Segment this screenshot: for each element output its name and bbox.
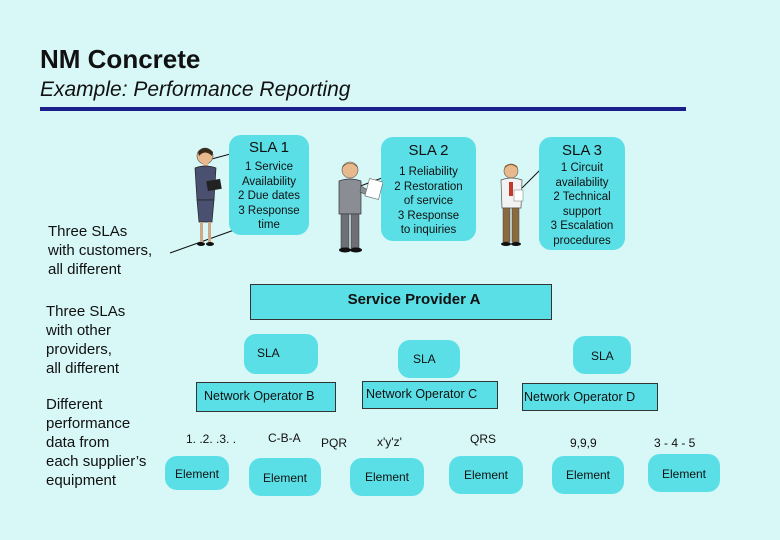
sla-item: Availability xyxy=(241,175,297,188)
network-operator-box xyxy=(522,383,658,411)
note-line: all different xyxy=(46,360,120,377)
data-format-label: QRS xyxy=(470,432,497,446)
service-provider-label: Service Provider A xyxy=(347,291,481,308)
sla-item: availability xyxy=(555,176,609,189)
sla-1-list: 1 Service Availability 2 Due dates 3 Res… xyxy=(226,160,312,233)
customer-figure-icon xyxy=(338,161,383,253)
note-line: equipment xyxy=(46,472,117,489)
customer-figure-icon xyxy=(500,163,524,246)
provider-sla-label: SLA xyxy=(591,349,614,363)
element-box xyxy=(449,456,523,494)
note-line: Three SLAs xyxy=(48,223,128,240)
sla-item: procedures xyxy=(553,234,611,247)
element-box xyxy=(648,454,720,492)
element-label: Element xyxy=(174,467,220,481)
note-customers: Three SLAs with customers, all different xyxy=(48,222,152,279)
element-box xyxy=(552,456,624,494)
note-line: providers, xyxy=(46,341,112,358)
element-label: Element xyxy=(262,471,308,485)
sla-item: 1 Reliability xyxy=(399,166,458,178)
data-format-label: C-B-A xyxy=(268,431,301,445)
sla-item: to inquiries xyxy=(400,224,457,236)
note-line: each supplier’s xyxy=(46,453,147,470)
sla-item: 1 Circuit xyxy=(560,162,604,174)
sla-2-list: 1 Reliability 2 Restoration of service 3… xyxy=(381,165,476,238)
sla-item: 2 Technical xyxy=(553,191,611,203)
connector-line xyxy=(169,228,238,254)
sla-item: 3 Response xyxy=(397,209,460,222)
page-title: NM Concrete xyxy=(40,44,201,74)
element-box xyxy=(165,456,229,490)
note-line: performance xyxy=(46,415,131,432)
sla-1-title: SLA 1 xyxy=(248,139,290,156)
sla-item: time xyxy=(258,219,280,231)
element-label: Element xyxy=(364,470,410,484)
sla-2-box xyxy=(381,137,476,241)
provider-sla-label: SLA xyxy=(413,352,436,366)
provider-sla-label: SLA xyxy=(257,346,280,360)
network-operator-label: Network Operator B xyxy=(204,389,315,403)
provider-sla-box xyxy=(244,334,318,374)
data-format-label: 9,9,9 xyxy=(570,436,597,450)
element-label: Element xyxy=(565,468,611,482)
note-line: with customers, xyxy=(48,242,153,259)
element-label: Element xyxy=(661,467,707,481)
sla-3-list: 1 Circuit availability 2 Technical suppo… xyxy=(537,161,627,248)
sla-item: 1 Service xyxy=(245,161,293,173)
element-box xyxy=(249,458,321,496)
network-operator-box xyxy=(362,381,498,409)
sla-item: 2 Restoration xyxy=(394,180,463,193)
provider-sla-box xyxy=(398,340,460,378)
sla-item: 3 Escalation xyxy=(550,220,614,232)
sla-1-box xyxy=(229,135,309,235)
network-operator-label: Network Operator D xyxy=(524,390,636,404)
sla-2-title: SLA 2 xyxy=(408,142,449,159)
sla-item: support xyxy=(562,205,602,218)
page-subtitle: Example: Performance Reporting xyxy=(40,78,351,101)
note-suppliers: Different performance data from each sup… xyxy=(46,395,146,490)
note-line: all different xyxy=(48,261,122,278)
customer-figure-icon xyxy=(194,147,222,246)
note-line: Three SLAs xyxy=(46,303,126,320)
data-format-label: PQR xyxy=(321,436,348,450)
provider-sla-box xyxy=(573,336,631,374)
network-operator-box xyxy=(196,382,336,412)
sla-3-box xyxy=(539,137,625,250)
sla-item: 2 Due dates xyxy=(237,190,300,202)
sla-3-title: SLA 3 xyxy=(561,142,603,159)
note-providers: Three SLAs with other providers, all dif… xyxy=(46,302,125,378)
network-operator-label: Network Operator C xyxy=(366,387,478,401)
element-box xyxy=(350,458,424,496)
data-format-label: 1. .2. .3. . xyxy=(186,432,237,446)
data-format-label: x'y'z' xyxy=(377,435,402,449)
note-line: Different xyxy=(46,396,103,413)
element-label: Element xyxy=(463,468,509,482)
title-divider xyxy=(40,107,686,111)
note-line: data from xyxy=(46,434,110,451)
service-provider-box xyxy=(250,284,552,320)
note-line: with other xyxy=(46,322,112,339)
sla-item: of service xyxy=(403,195,454,207)
data-format-label: 3 - 4 - 5 xyxy=(654,436,696,450)
sla-item: 3 Response xyxy=(238,204,300,217)
